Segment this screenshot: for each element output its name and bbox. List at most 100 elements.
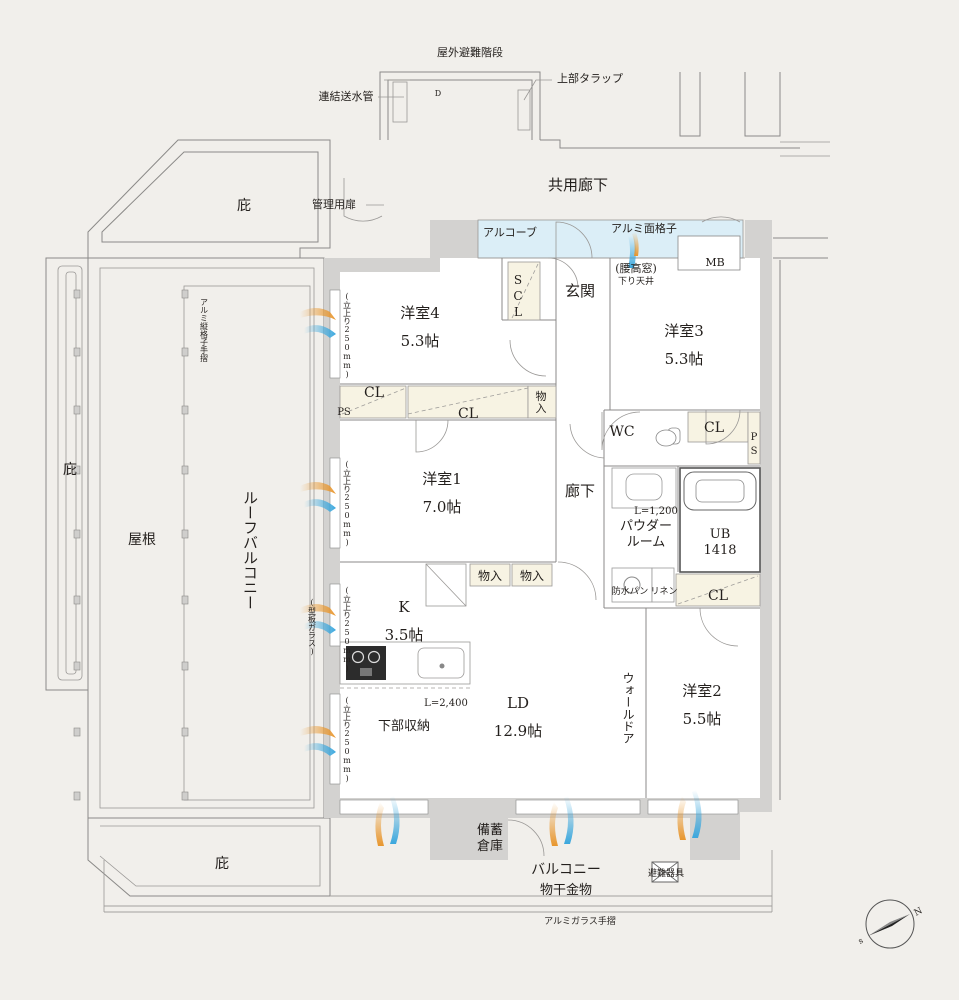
airflow-arrow-orange: [677, 796, 686, 840]
airflow-arrow-orange: [632, 232, 639, 256]
airflow-arrow-blue: [692, 790, 702, 838]
eave-post: [73, 727, 81, 737]
rail-post: [181, 595, 189, 605]
eave-post: [73, 529, 81, 539]
evac-equipment-label: 避難器具: [648, 867, 684, 879]
powder-room-label-2: ルーム: [627, 535, 666, 550]
alu-lattice-label: アルミ面格子: [611, 221, 677, 235]
rail-post: [181, 289, 189, 299]
airflow-arrow-orange: [300, 482, 336, 494]
eave-post: [73, 791, 81, 801]
ub-size-label: 1418: [703, 543, 736, 558]
eave-post: [73, 347, 81, 357]
frosted-glass-label: (型板ガラス): [308, 598, 317, 656]
airflow-arrows: [300, 232, 702, 846]
eave-top-label: 庇: [237, 198, 251, 214]
lowered-ceiling-label: 下り天井: [618, 275, 654, 287]
cl-room2-label: CL: [708, 588, 728, 604]
rail-post: [181, 465, 189, 475]
vertical-labels: ルーフバルコニー アルミ縦格子手摺 ウォールドア (立上り250mm) (立上り…: [200, 292, 636, 783]
eave-post: [73, 595, 81, 605]
storage-2-label: 物入: [478, 569, 502, 583]
emergency-stair-label: 屋外避難階段: [437, 45, 503, 59]
connecting-pipe-label: 連結送水管: [319, 89, 374, 103]
scl-c: C: [513, 289, 522, 303]
airflow-arrow-blue: [304, 621, 336, 634]
waist-window-label: (腰高窓): [615, 261, 657, 275]
eave-post: [73, 661, 81, 671]
eave-post: [73, 405, 81, 415]
rail-posts: [73, 289, 189, 801]
compass-north-label: N: [913, 906, 925, 919]
ld-size: 12.9帖: [494, 722, 542, 740]
airflow-arrow-orange: [375, 802, 384, 846]
powder-room-label-1: パウダー: [620, 519, 672, 534]
airflow-arrow-blue: [304, 743, 336, 756]
roof-balcony-label: ルーフバルコニー: [241, 490, 259, 610]
room4-size: 5.3帖: [401, 332, 440, 350]
entrance-label: 玄関: [565, 282, 595, 300]
doors: [343, 178, 741, 857]
ps-right-p: P: [751, 432, 758, 443]
upper-ramp-label: 上部タラップ: [557, 71, 623, 85]
kitchen-name: K: [398, 598, 410, 616]
airflow-arrow-orange: [300, 308, 336, 320]
eave-left-label: 庇: [63, 462, 77, 478]
storage-1-label: 入: [536, 402, 547, 415]
rail-post: [181, 791, 189, 801]
room1-name: 洋室1: [422, 470, 462, 488]
roof-label: 屋根: [128, 532, 156, 548]
partitions: [339, 258, 760, 798]
mgmt-door-label: 管理用扉: [312, 197, 356, 211]
linen-label: リネン: [650, 586, 677, 597]
scl-l: L: [514, 305, 522, 319]
window-note-2: (立上り250mm): [342, 460, 351, 547]
cl-room4-label: CL: [364, 385, 384, 401]
compass-south-mark: s: [857, 936, 865, 946]
compass: N s: [857, 899, 925, 949]
airflow-arrow-blue: [564, 796, 574, 844]
d-mark: D: [435, 89, 441, 98]
room1-size: 7.0帖: [423, 498, 462, 516]
airflow-arrow-blue: [304, 325, 336, 338]
alu-vertical-rail-label: アルミ縦格子手摺: [200, 298, 209, 363]
room2-name: 洋室2: [682, 682, 722, 700]
cl-room3-label: CL: [704, 420, 724, 436]
ub-label: UB: [710, 527, 731, 542]
airflow-arrow-blue: [628, 236, 636, 268]
room2-size: 5.5帖: [683, 710, 722, 728]
wall-door-label: ウォールドア: [621, 672, 635, 744]
alcove-label: アルコーブ: [483, 225, 537, 239]
balcony-label: バルコニー: [531, 862, 601, 878]
storage-shed-label-2: 倉庫: [477, 839, 503, 854]
ld-name: LD: [507, 694, 529, 712]
common-corridor-label: 共用廊下: [548, 176, 608, 194]
labels: 屋外避難階段 連結送水管 上部タラップ D 庇 管理用扉 共用廊下 アルコーブ …: [63, 45, 758, 927]
scl-s: S: [514, 273, 522, 287]
window-note-1: (立上り250mm): [342, 292, 351, 379]
room3-size: 5.3帖: [665, 350, 704, 368]
storage-1-label-a: 物: [536, 389, 547, 403]
airflow-arrow-blue: [390, 796, 400, 844]
kitchen-size: 3.5帖: [385, 626, 424, 644]
room4-name: 洋室4: [400, 304, 440, 322]
wc-label: WC: [609, 424, 634, 440]
waterproof-pan-label: 防水パン: [612, 585, 648, 597]
mb-label: MB: [705, 256, 724, 269]
counter-length-label: L=2,400: [424, 698, 468, 709]
bath-fixtures: [611, 235, 761, 883]
hallway-label: 廊下: [565, 482, 595, 500]
vanity-length-label: L=1,200: [634, 506, 678, 517]
ps-right-s: S: [751, 446, 758, 457]
eave-post: [73, 289, 81, 299]
room3-name: 洋室3: [664, 322, 704, 340]
rail-post: [181, 405, 189, 415]
rail-post: [181, 529, 189, 539]
alu-glass-rail-label: アルミガラス手摺: [544, 915, 616, 927]
eave-bottom-label: 庇: [215, 856, 229, 872]
eave-post: [73, 465, 81, 475]
rail-post: [181, 347, 189, 357]
airflow-arrow-blue: [304, 499, 336, 512]
rail-post: [181, 727, 189, 737]
exterior-outline: [45, 71, 830, 913]
